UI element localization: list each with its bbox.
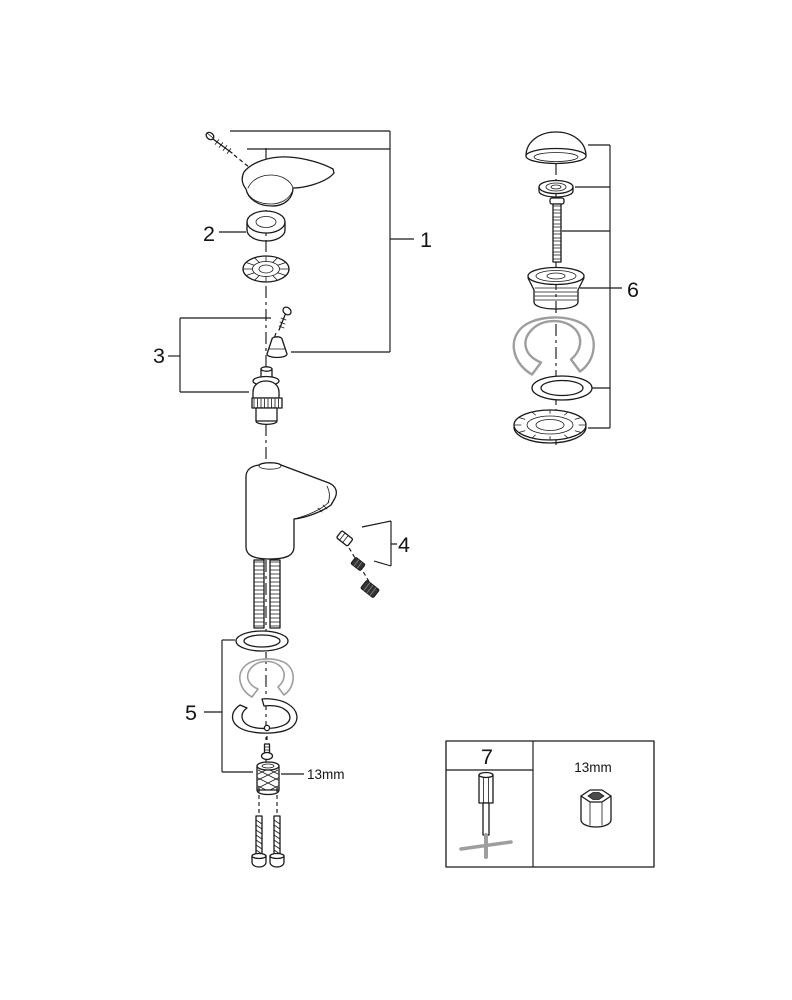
- faucet-body: [245, 462, 337, 560]
- box-size-label: 13mm: [574, 760, 612, 775]
- faucet-assembly: 2 1: [153, 130, 432, 868]
- o-ring: [235, 630, 289, 652]
- mounting-clamp: [231, 698, 298, 734]
- drain-washer: [538, 179, 574, 198]
- callout-3-group: 3: [153, 317, 271, 393]
- clamp-screw: [260, 736, 274, 761]
- callout-5-group: 5: [185, 639, 253, 773]
- cartridge-screw: [278, 306, 292, 331]
- threaded-studs: [253, 559, 281, 629]
- callout-3: 3: [153, 344, 165, 368]
- drain-locknut: [513, 409, 587, 444]
- drain-flange: [527, 266, 585, 310]
- drain-assembly: 6: [512, 131, 639, 445]
- spares-group: 4: [336, 520, 410, 598]
- callout-5: 5: [185, 701, 197, 725]
- callout-4-group: 4: [361, 520, 410, 567]
- mounting-bolts: [251, 788, 285, 868]
- cap-ring: [246, 210, 286, 242]
- drain-gasket: [531, 375, 593, 401]
- callout-2-group: 2: [203, 222, 246, 246]
- callout-6-group: 6: [562, 144, 639, 429]
- cartridge-nut: [266, 336, 288, 359]
- drain-rod: [549, 197, 565, 263]
- tool-box: 7 13mm: [445, 740, 655, 868]
- drain-cap: [525, 131, 587, 165]
- callout-2: 2: [203, 222, 215, 246]
- callout-1: 1: [420, 228, 432, 252]
- lever-handle: [241, 156, 335, 207]
- clamp-guide-right: [512, 316, 595, 376]
- mounting-ring: [242, 255, 290, 283]
- cartridge: [251, 366, 283, 426]
- mounting-tool: [459, 771, 513, 859]
- handle-screw: [205, 131, 233, 154]
- callout-6: 6: [627, 278, 639, 302]
- callout-1-group: 1: [230, 130, 432, 353]
- hex-adapter: 13mm: [256, 761, 345, 796]
- callout-4: 4: [398, 533, 410, 557]
- clamp-guide-left: [239, 658, 294, 698]
- callout-7: 7: [481, 745, 493, 769]
- hex-socket: 13mm: [574, 760, 612, 828]
- adapter-size-label: 13mm: [307, 767, 345, 782]
